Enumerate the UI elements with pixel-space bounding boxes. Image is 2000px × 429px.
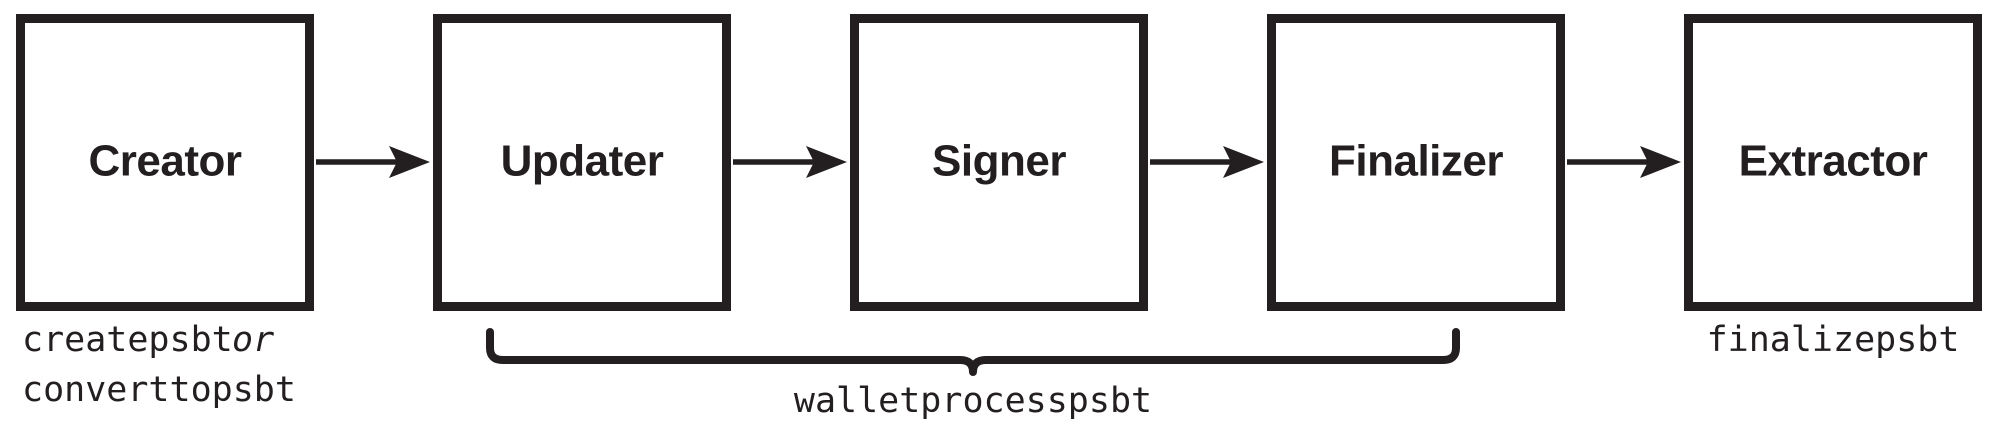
finalizer-box-outline xyxy=(1267,14,1565,311)
arrow-head-icon xyxy=(389,146,430,178)
brace-label-walletprocesspsbt: walletprocesspsbt xyxy=(794,381,1152,421)
walletprocesspsbt-brace: walletprocesspsbt xyxy=(486,328,1460,421)
arrow-finalizer-to-extractor xyxy=(1567,146,1681,178)
role-box-creator[interactable]: Creator xyxy=(16,14,314,311)
creator-box-outline xyxy=(16,14,314,311)
creator-command-createpsbt: createpsbt xyxy=(22,320,233,360)
arrow-creator-to-updater xyxy=(316,146,430,178)
arrow-head-icon xyxy=(806,146,847,178)
creator-caption: createpsbt or converttopsbt xyxy=(22,320,296,410)
extractor-box-outline xyxy=(1684,14,1982,311)
extractor-box-label: Extractor xyxy=(1739,137,1928,186)
role-box-signer[interactable]: Signer xyxy=(850,14,1148,311)
role-box-updater[interactable]: Updater xyxy=(433,14,731,311)
curly-brace-shape xyxy=(486,328,1460,376)
finalizer-box-label: Finalizer xyxy=(1329,137,1503,186)
updater-box-outline xyxy=(433,14,731,311)
signer-box-outline xyxy=(850,14,1148,311)
arrow-head-icon xyxy=(1223,146,1264,178)
arrow-head-icon xyxy=(1640,146,1681,178)
role-box-finalizer[interactable]: Finalizer xyxy=(1267,14,1565,311)
arrow-signer-to-finalizer xyxy=(1150,146,1264,178)
signer-box-label: Signer xyxy=(932,137,1066,186)
role-box-extractor[interactable]: Extractor xyxy=(1684,14,1982,311)
updater-box-label: Updater xyxy=(501,137,664,186)
creator-caption-conjunction: or xyxy=(232,320,274,360)
creator-command-converttopsbt: converttopsbt xyxy=(22,370,296,410)
creator-box-label: Creator xyxy=(89,137,242,186)
extractor-command-finalizepsbt: finalizepsbt xyxy=(1707,320,1960,360)
arrow-updater-to-signer xyxy=(733,146,847,178)
extractor-caption: finalizepsbt xyxy=(1707,320,1960,360)
